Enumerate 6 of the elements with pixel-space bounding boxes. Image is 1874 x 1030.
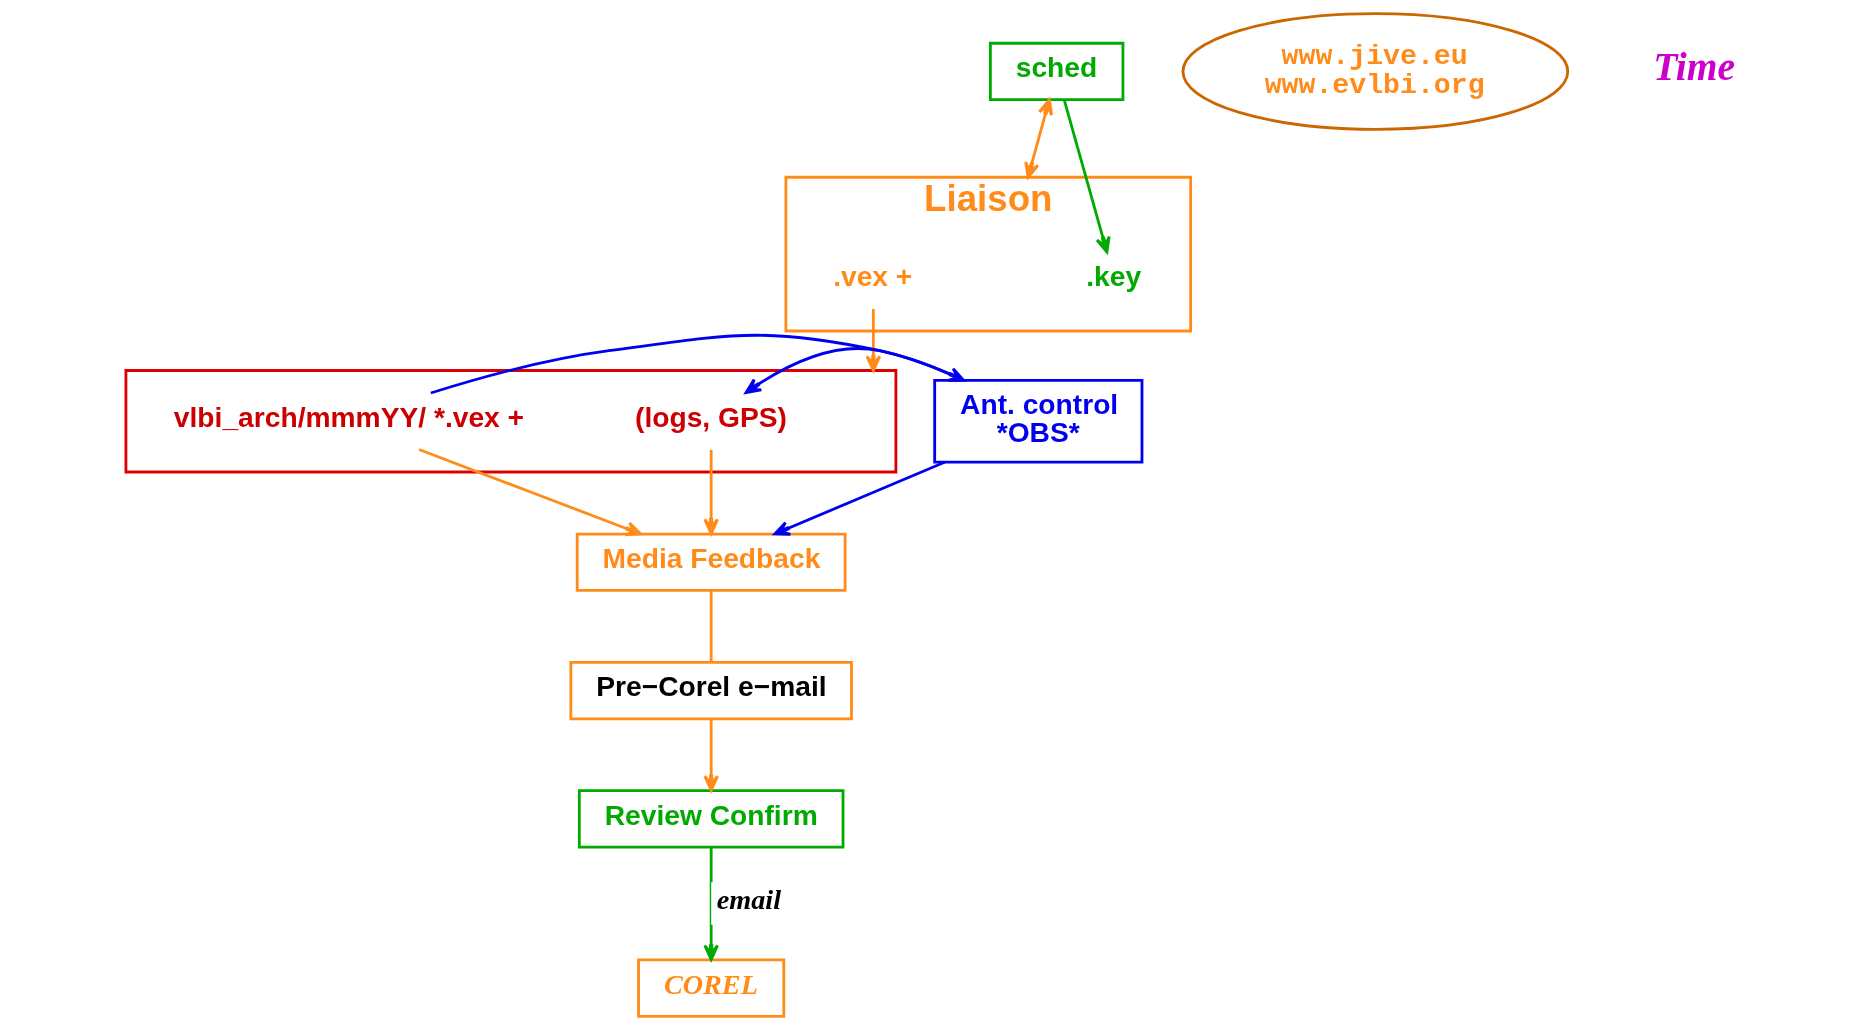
- node-text: vlbi_arch/mmmYY/ *.vex +: [173, 400, 524, 433]
- node-text: .vex +: [832, 259, 912, 292]
- node-text: .key: [1085, 259, 1141, 292]
- node-text: (logs, GPS): [634, 400, 787, 433]
- edge-label: email: [716, 884, 781, 916]
- label: Time: [1652, 44, 1735, 89]
